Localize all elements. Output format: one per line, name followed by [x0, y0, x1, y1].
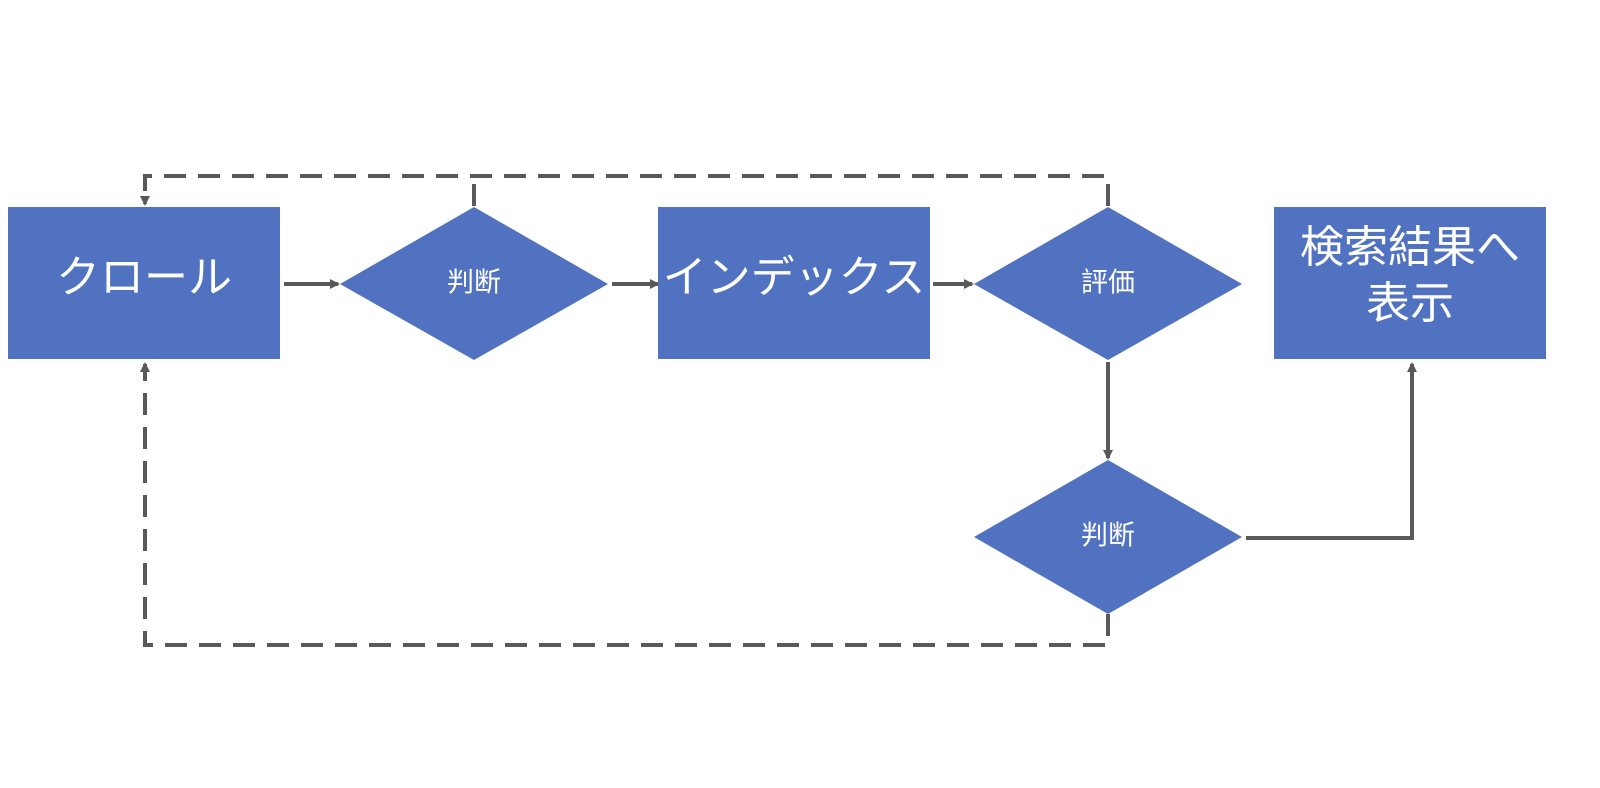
node-evaluate-label: 評価 [1081, 268, 1135, 299]
node-result-label-line2: 表示 [1366, 278, 1454, 329]
node-judge1: 判断 [340, 207, 608, 360]
node-judge1-label: 判断 [447, 268, 501, 299]
node-crawl-label: クロール [56, 252, 232, 303]
node-result-label-line1: 検索結果へ [1300, 222, 1520, 273]
node-judge2: 判断 [974, 460, 1242, 614]
edge-dashed-top-loop [140, 174, 1110, 206]
edge-judge2-to-result [1246, 362, 1417, 540]
node-crawl: クロール [8, 207, 280, 359]
node-evaluate: 評価 [974, 207, 1242, 360]
node-index-label: インデックス [663, 252, 926, 303]
node-judge2-label: 判断 [1081, 521, 1135, 552]
node-index: インデックス [658, 207, 930, 359]
edge-dashed-bottom-loop [140, 362, 1110, 647]
node-result: 検索結果へ 表示 [1274, 207, 1546, 359]
